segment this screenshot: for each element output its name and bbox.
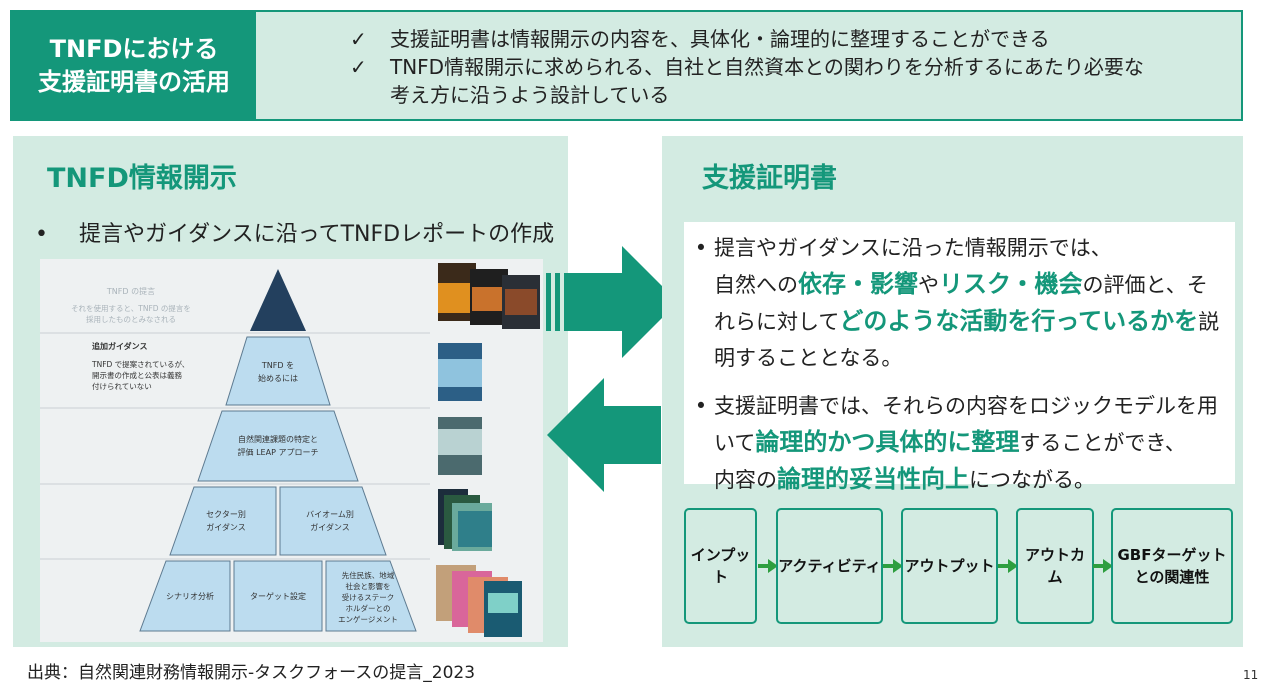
header-title: TNFDにおける 支援証明書の活用 (12, 12, 256, 119)
block-target-setting (233, 560, 323, 632)
bullet-icon: • (35, 222, 48, 247)
block-biome-guidance (279, 486, 387, 556)
tier2-title: 追加ガイダンス (92, 341, 148, 351)
flow-arrow-icon (1093, 559, 1113, 573)
flow-outcome: アウトカム (1016, 508, 1094, 624)
svg-text:セクター別: セクター別 (206, 510, 246, 519)
svg-text:始めるには: 始めるには (258, 373, 298, 383)
explanation-bullet-1: • 提言やガイダンスに沿った情報開示では、 自然への依存・影響やリスク・機会の評… (688, 230, 1223, 376)
flow-arrow-icon (883, 559, 903, 573)
svg-text:受けるステーク: 受けるステーク (342, 592, 395, 602)
explanation-bullet-2: • 支援証明書では、それらの内容をロジックモデルを用 いて論理的かつ具体的に整理… (688, 388, 1223, 498)
pyramid-top (250, 269, 306, 331)
svg-text:ホルダーとの: ホルダーとの (346, 603, 391, 613)
report-thumbnails-tier4 (438, 489, 492, 551)
header-point-1: ✓ 支援証明書は情報開示の内容を、具体化・論理的に整理することができる (350, 25, 1241, 53)
certificate-explanation: • 提言やガイダンスに沿った情報開示では、 自然への依存・影響やリスク・機会の評… (684, 222, 1235, 493)
report-thumbnail-tier2 (438, 343, 482, 401)
left-bullet: • 提言やガイダンスに沿ってTNFDレポートの作成 (35, 216, 554, 248)
svg-text:ガイダンス: ガイダンス (206, 522, 246, 532)
block-leap-approach (197, 410, 359, 482)
source-citation: 出典：自然関連財務情報開示-タスクフォースの提言_2023 (27, 663, 476, 683)
block-getting-started (225, 336, 331, 406)
bullet-icon: • (694, 394, 708, 418)
header-points: ✓ 支援証明書は情報開示の内容を、具体化・論理的に整理することができる ✓ TN… (256, 12, 1241, 119)
pyramid-diagram: TNFD の提言 それを使用すると、TNFD の提言を 採用したものとみなされる… (40, 263, 540, 637)
header-point-text: 考え方に沿うよう設計している (390, 83, 670, 107)
check-icon: ✓ (350, 27, 367, 51)
tier2-desc: TNFD で提案されているが、 (91, 359, 189, 369)
header-point-2: ✓ TNFD情報開示に求められる、自社と自然資本との関わりを分析するにあたり必要… (350, 53, 1241, 81)
svg-text:TNFD を: TNFD を (261, 361, 294, 370)
header-point-text: 支援証明書は情報開示の内容を、具体化・論理的に整理することができる (390, 27, 1050, 51)
tier1-desc: それを使用すると、TNFD の提言を (71, 303, 191, 313)
panel-title-certificate: 支援証明書 (702, 163, 837, 194)
svg-text:バイオーム別: バイオーム別 (306, 510, 354, 519)
arrow-left-icon (547, 378, 679, 492)
flow-output: アウトプット (901, 508, 998, 624)
flow-arrow-icon (998, 559, 1018, 573)
block-stakeholder-engagement (325, 560, 417, 632)
svg-text:自然関連課題の特定と: 自然関連課題の特定と (238, 434, 318, 444)
check-icon: ✓ (350, 55, 367, 79)
logic-model-flow: インプット アクティビティ アウトプット アウトカム GBFターゲット との関連… (684, 508, 1235, 624)
tier1-title: TNFD の提言 (106, 286, 155, 296)
svg-text:シナリオ分析: シナリオ分析 (166, 591, 214, 601)
tnfd-pyramid-figure: TNFD の提言 それを使用すると、TNFD の提言を 採用したものとみなされる… (40, 259, 543, 642)
support-certificate-panel: 支援証明書 • 提言やガイダンスに沿った情報開示では、 自然への依存・影響やリス… (662, 136, 1243, 647)
flow-arrow-icon (758, 559, 778, 573)
bullet-icon: • (694, 236, 708, 260)
page-number: 11 (1243, 668, 1259, 682)
flow-input: インプット (684, 508, 757, 624)
header-point-2-continued: 考え方に沿うよう設計している (350, 81, 1241, 109)
block-sector-guidance (169, 486, 277, 556)
flow-gbf-target: GBFターゲット との関連性 (1111, 508, 1233, 624)
block-scenario-analysis (139, 560, 231, 632)
exchange-arrows (546, 246, 679, 492)
svg-text:先住民族、地域: 先住民族、地域 (342, 570, 395, 580)
tier2-desc: 開示書の作成と公表は義務 (92, 370, 182, 380)
report-thumbnails-tier1 (438, 263, 540, 329)
header-title-line1: TNFDにおける (49, 34, 219, 63)
svg-text:ガイダンス: ガイダンス (310, 522, 350, 532)
header-point-text: TNFD情報開示に求められる、自社と自然資本との関わりを分析するにあたり必要な (390, 55, 1144, 79)
report-thumbnails-tier5 (436, 565, 522, 637)
svg-text:社会と影響を: 社会と影響を (346, 581, 391, 591)
header-title-line2: 支援証明書の活用 (38, 67, 230, 96)
tier2-desc: 付けられていない (92, 381, 152, 391)
flow-activity: アクティビティ (776, 508, 883, 624)
panel-title-tnfd: TNFD情報開示 (47, 163, 237, 194)
left-bullet-text: 提言やガイダンスに沿ってTNFDレポートの作成 (79, 222, 555, 247)
tier1-desc: 採用したものとみなされる (86, 314, 176, 324)
svg-text:エンゲージメント: エンゲージメント (338, 615, 398, 624)
summary-header: TNFDにおける 支援証明書の活用 ✓ 支援証明書は情報開示の内容を、具体化・論… (10, 10, 1243, 121)
arrow-right-icon (546, 246, 678, 358)
report-thumbnail-tier3 (438, 417, 482, 475)
svg-text:ターゲット設定: ターゲット設定 (250, 591, 306, 601)
tnfd-disclosure-panel: TNFD情報開示 • 提言やガイダンスに沿ってTNFDレポートの作成 TNFD の… (13, 136, 568, 647)
svg-text:評価 LEAP アプローチ: 評価 LEAP アプローチ (238, 447, 319, 457)
